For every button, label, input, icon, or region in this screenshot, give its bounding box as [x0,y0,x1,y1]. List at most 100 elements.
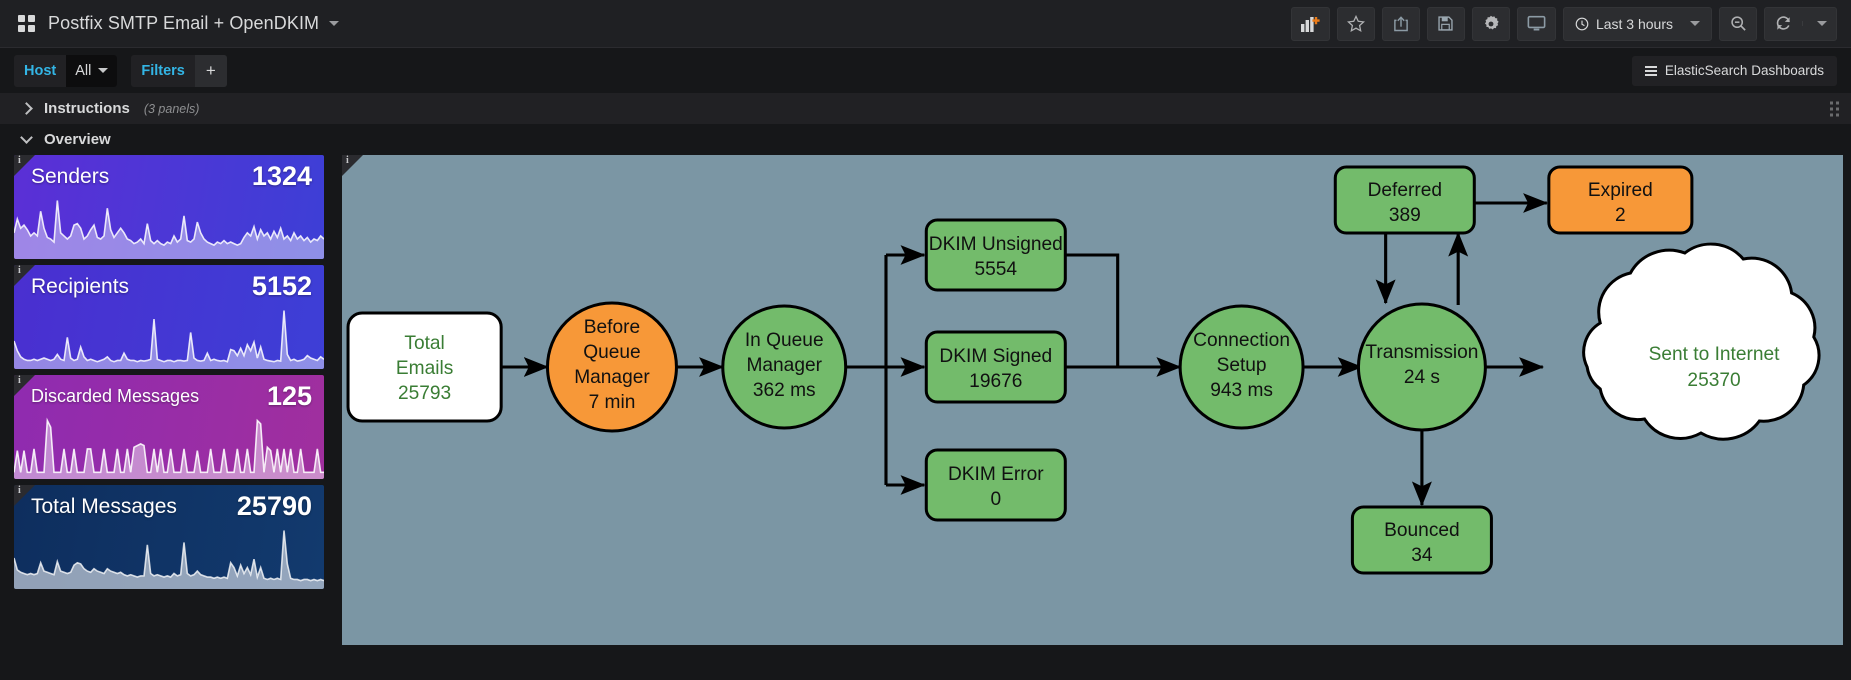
node-before-queue-line3: Manager [574,367,650,388]
time-range-picker[interactable]: Last 3 hours [1562,6,1712,41]
node-total-emails[interactable]: Total Emails 25793 [346,311,503,423]
node-before-queue-manager[interactable]: Before Queue Manager 7 min [545,301,678,433]
row-panel-count-instructions: (3 panels) [143,101,200,116]
node-dkim-error-line2: 0 [990,489,1001,510]
top-navigation-bar: Postfix SMTP Email + OpenDKIM [0,0,1851,48]
node-dkim-error-line1: DKIM Error [948,464,1044,485]
dashboard-title[interactable]: Postfix SMTP Email + OpenDKIM [48,13,320,33]
node-in-queue-line2: Manager [746,355,822,376]
node-before-queue-line2: Queue [583,342,640,363]
node-connection-setup-line3: 943 ms [1210,380,1273,401]
monitor-icon [1527,15,1546,31]
flow-diagram-svg: Total Emails 25793 Before Queue Manager … [346,165,1821,575]
node-transmission[interactable]: Transmission 24 s [1356,302,1487,432]
postfix-flow-diagram-panel[interactable]: i [342,155,1843,645]
info-icon[interactable]: i [18,155,21,166]
stat-header: Discarded Messages 125 [14,375,324,412]
stat-panel-discarded-messages[interactable]: i Discarded Messages 125 [14,375,324,479]
stat-value: 25790 [236,491,312,521]
share-icon [1394,15,1408,31]
add-panel-button[interactable] [1290,6,1330,41]
tv-mode-button[interactable] [1516,6,1556,41]
node-dkim-error[interactable]: DKIM Error 0 [924,448,1067,522]
time-range-chevron-down-icon [1690,21,1700,26]
grid-logo-icon[interactable] [18,15,35,32]
share-button[interactable] [1381,6,1420,41]
refresh-interval-dropdown[interactable] [1802,21,1836,26]
elasticsearch-dashboards-label: ElasticSearch Dashboards [1664,63,1824,78]
panel-info-corner [14,375,35,396]
refresh-button[interactable] [1765,15,1802,32]
node-total-emails-line1: Total [404,333,444,354]
gear-icon [1484,15,1499,29]
stat-value: 5152 [251,271,312,301]
node-deferred-line2: 389 [1389,205,1421,226]
node-total-emails-line2: Emails [396,358,453,379]
stat-value: 1324 [251,161,312,191]
filters-control: Filters + [131,54,227,87]
node-bounced-line1: Bounced [1384,520,1460,541]
node-dkim-signed[interactable]: DKIM Signed 19676 [924,330,1067,404]
panel-info-corner [14,485,35,506]
node-transmission-line2: 24 s [1404,367,1440,388]
stat-title: Total Messages [31,494,177,518]
node-bounced[interactable]: Bounced 34 [1350,505,1493,575]
star-button[interactable] [1336,6,1375,41]
info-icon[interactable]: i [18,375,21,386]
stat-panel-total-messages[interactable]: i Total Messages 25790 [14,485,324,589]
node-sent-to-internet[interactable]: Sent to Internet 25370 [1582,242,1821,441]
node-transmission-line1: Transmission [1365,342,1478,363]
magnifier-minus-icon [1730,16,1746,31]
clock-icon [1575,17,1589,30]
settings-button[interactable] [1471,6,1510,41]
stat-title: Discarded Messages [31,386,200,406]
node-dkim-unsigned[interactable]: DKIM Unsigned 5554 [924,218,1067,292]
row-drag-handle[interactable] [1830,101,1839,116]
stat-panel-column: i Senders 1324 i Recipients 5152 i Disca… [14,155,324,589]
elasticsearch-dashboards-link[interactable]: ElasticSearch Dashboards [1631,55,1837,86]
node-in-queue-manager[interactable]: In Queue Manager 362 ms [721,304,848,430]
refresh-icon [1776,16,1790,30]
panel-info-corner [14,265,35,286]
stat-value: 125 [266,381,312,411]
variable-host: Host All [14,54,118,87]
row-title-overview: Overview [44,131,111,148]
row-header-overview[interactable]: Overview [0,124,1851,155]
sparkline-total-messages [14,527,324,589]
stat-panel-recipients[interactable]: i Recipients 5152 [14,265,324,369]
row-title-instructions: Instructions [44,100,130,117]
variable-host-chevron-down-icon [98,68,109,73]
refresh-control[interactable] [1764,6,1837,41]
stat-header: Recipients 5152 [14,265,324,302]
stat-header: Senders 1324 [14,155,324,192]
toolbar-actions: Last 3 hours [1290,6,1837,41]
variable-host-label: Host [24,62,57,79]
node-expired[interactable]: Expired 2 [1547,165,1694,235]
stat-panel-senders[interactable]: i Senders 1324 [14,155,324,259]
node-dkim-signed-line2: 19676 [969,371,1022,392]
node-dkim-signed-line1: DKIM Signed [939,346,1052,367]
stat-header: Total Messages 25790 [14,485,324,522]
variable-host-select[interactable]: All [66,54,118,87]
add-filter-button[interactable]: + [194,54,227,87]
flow-edges [501,193,1549,507]
row-header-instructions[interactable]: Instructions (3 panels) [0,93,1851,124]
bar-chart-plus-icon [1300,17,1320,32]
node-connection-setup[interactable]: Connection Setup 943 ms [1178,304,1305,430]
variable-host-value: All [75,62,92,79]
node-sent-to-internet-line2: 25370 [1687,370,1740,391]
node-deferred-line1: Deferred [1368,180,1442,201]
info-icon[interactable]: i [18,485,21,496]
node-deferred[interactable]: Deferred 389 [1333,165,1476,235]
edge-dkim-unsigned-merge [1065,253,1120,367]
chevron-down-icon [20,131,33,144]
node-sent-to-internet-line1: Sent to Internet [1649,344,1781,365]
chevron-right-icon [20,102,33,115]
info-icon[interactable]: i [18,265,21,276]
info-icon[interactable]: i [346,155,349,166]
star-icon [1346,14,1365,32]
hamburger-icon [1644,65,1657,76]
dashboard-title-chevron-down-icon[interactable] [329,21,340,26]
zoom-out-time-button[interactable] [1719,6,1757,41]
save-button[interactable] [1426,6,1465,41]
